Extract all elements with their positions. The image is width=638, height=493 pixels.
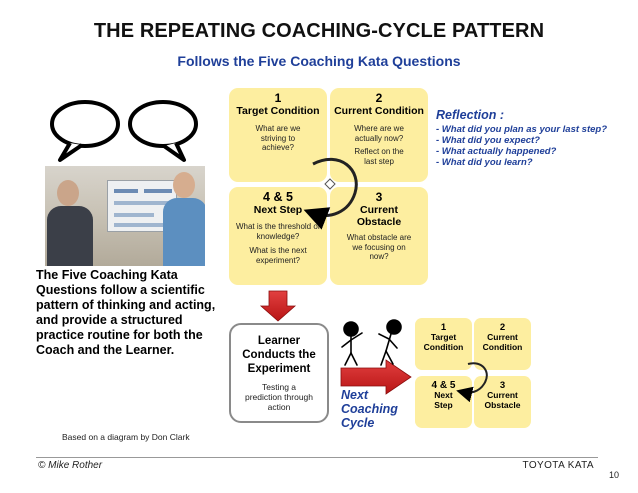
cycle-arrow-icon xyxy=(303,157,358,230)
cell-number: 3 xyxy=(375,190,383,204)
slide-title: THE REPEATING COACHING-CYCLE PATTERN xyxy=(93,20,545,42)
mini-cycle-arrow-icon xyxy=(456,362,488,403)
mini-cell-number: 3 xyxy=(499,380,506,391)
cell-number: 4 & 5 xyxy=(263,190,293,204)
mini-cell-number: 4 & 5 xyxy=(431,380,456,391)
stick-figure-learner-icon xyxy=(378,319,402,366)
cell-question: Where are we actually now? xyxy=(354,124,404,143)
reflection-item: - What did you expect? xyxy=(436,135,540,146)
footer-brand: TOYOTA KATA xyxy=(522,460,594,471)
slide-subtitle: Follows the Five Coaching Kata Questions xyxy=(177,53,461,69)
mini-cell-number: 2 xyxy=(499,322,506,333)
reflection-item: - What did you learn? xyxy=(436,157,533,168)
person-left-head xyxy=(57,180,79,206)
down-arrow-icon xyxy=(259,290,297,322)
cell-number: 1 xyxy=(274,91,282,105)
mini-cell-next-step: 4 & 5 Next Step xyxy=(415,376,472,428)
cell-heading: Target Condition xyxy=(236,105,320,117)
reflection-title: Reflection : xyxy=(436,108,505,122)
cell-target-condition: 1 Target Condition What are we striving … xyxy=(229,88,327,182)
cell-number: 2 xyxy=(375,91,383,105)
person-left xyxy=(47,206,93,266)
whiteboard xyxy=(107,180,177,232)
mini-cell-heading: Target Condition xyxy=(423,332,464,352)
cell-current-condition: 2 Current Condition Where are we actuall… xyxy=(330,88,428,182)
reflection-item: - What actually happened? xyxy=(436,146,557,157)
cell-question: What is the next experiment? xyxy=(249,246,307,265)
cell-heading: Next Step xyxy=(253,204,303,216)
footer-copyright: © Mike Rother xyxy=(38,460,103,471)
mini-cell-number: 1 xyxy=(440,322,447,333)
cell-heading: Current Condition xyxy=(334,105,424,117)
stick-figure-coach-icon xyxy=(341,321,363,366)
cell-question: What is the threshold of knowledge? xyxy=(235,222,321,241)
mini-cell-heading: Current Obstacle xyxy=(484,390,521,410)
cell-question: What are we striving to achieve? xyxy=(255,124,301,152)
cell-next-step: 4 & 5 Next Step What is the threshold of… xyxy=(229,187,327,285)
speech-bubble-right-icon xyxy=(128,100,198,162)
cell-question: Reflect on the last step xyxy=(354,147,404,166)
mini-cell-heading: Next Step xyxy=(434,390,453,410)
reflection-item: - What did you plan as your last step? xyxy=(436,124,608,135)
reflection-panel: Reflection : - What did you plan as your… xyxy=(436,108,636,168)
right-arrow-icon xyxy=(340,359,412,395)
person-right xyxy=(163,198,205,266)
learner-experiment-box: Learner Conducts the Experiment Testing … xyxy=(229,323,329,423)
footer-divider xyxy=(36,457,598,458)
coaching-photo xyxy=(45,166,205,266)
mini-cell-current-condition: 2 Current Condition xyxy=(474,318,531,370)
cell-current-obstacle: 3 Current Obstacle What obstacle are we … xyxy=(330,187,428,285)
cycle-center-diamond-icon xyxy=(324,178,336,190)
page-number: 10 xyxy=(609,470,620,480)
cell-question: What obstacle are we focusing on now? xyxy=(346,233,412,261)
learner-box-description: Testing a prediction through action xyxy=(244,382,314,412)
mini-cell-target-condition: 1 Target Condition xyxy=(415,318,472,370)
five-questions-description: The Five Coaching Kata Questions follow … xyxy=(36,268,216,357)
person-right-head xyxy=(173,172,195,198)
diagram-credit: Based on a diagram by Don Clark xyxy=(62,432,190,442)
speech-bubble-left-icon xyxy=(50,100,120,162)
cell-heading: Current Obstacle xyxy=(356,204,402,228)
next-cycle-label: Next Coaching Cycle xyxy=(341,388,398,430)
learner-box-title: Learner Conducts the Experiment xyxy=(242,335,316,375)
mini-cell-heading: Current Condition xyxy=(482,332,523,352)
